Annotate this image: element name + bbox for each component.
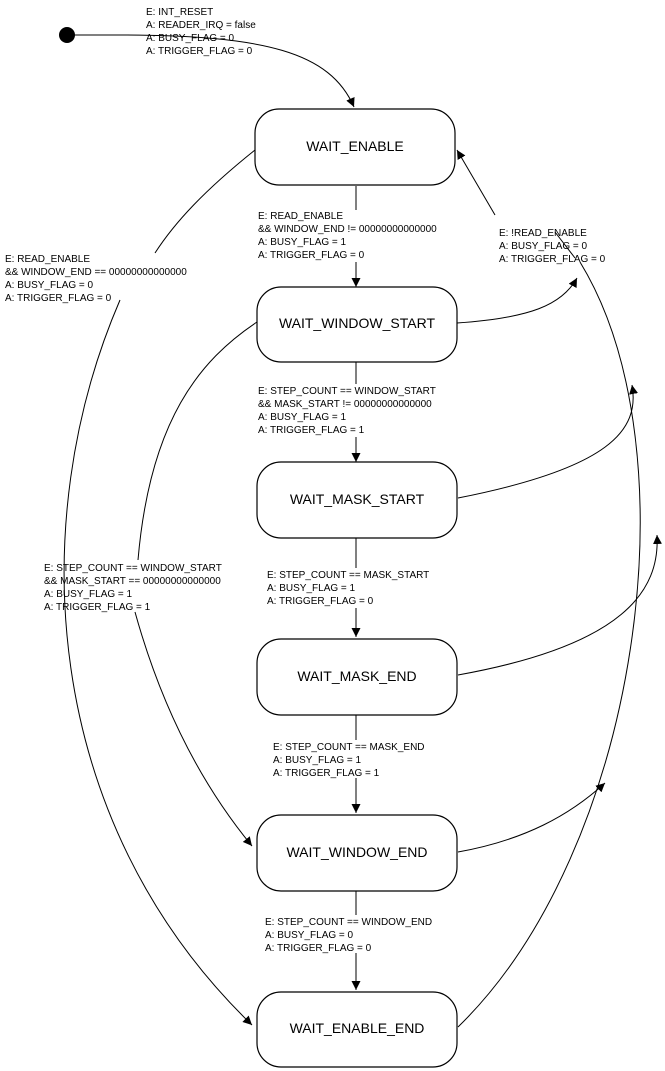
state-label: WAIT_MASK_END bbox=[297, 668, 416, 684]
transition-label-line: E: STEP_COUNT == WINDOW_START bbox=[258, 386, 436, 397]
edge-wait-window-start-to-not-enable-junction bbox=[456, 277, 578, 324]
transition-label-enable-to-enable-end: E: READ_ENABLE && WINDOW_END == 00000000… bbox=[5, 254, 187, 304]
state-label: WAIT_ENABLE_END bbox=[290, 1020, 425, 1036]
transition-label-window-start-to-mask-start: E: STEP_COUNT == WINDOW_START && MASK_ST… bbox=[258, 386, 436, 436]
transition-label-mask-end-to-window-end: E: STEP_COUNT == MASK_END A: BUSY_FLAG =… bbox=[273, 742, 425, 779]
transition-label-line: A: TRIGGER_FLAG = 0 bbox=[258, 250, 365, 261]
transition-label-line: A: TRIGGER_FLAG = 1 bbox=[258, 425, 365, 436]
transition-label-line: E: INT_RESET bbox=[146, 7, 213, 18]
transition-label-line: A: TRIGGER_FLAG = 0 bbox=[499, 254, 606, 265]
edge-not-enable-to-wait-enable bbox=[457, 150, 576, 259]
transition-label-line: A: BUSY_FLAG = 1 bbox=[258, 237, 347, 248]
transition-label-line: E: READ_ENABLE bbox=[5, 254, 90, 265]
transition-label-return-to-enable: E: !READ_ENABLE A: BUSY_FLAG = 0 A: TRIG… bbox=[499, 228, 606, 265]
state-label: WAIT_WINDOW_END bbox=[286, 844, 427, 860]
state-wait-window-start: WAIT_WINDOW_START bbox=[256, 286, 458, 363]
transition-label-line: A: BUSY_FLAG = 1 bbox=[273, 755, 362, 766]
transition-label-line: A: BUSY_FLAG = 1 bbox=[258, 412, 347, 423]
transition-label-line: A: BUSY_FLAG = 1 bbox=[267, 583, 356, 594]
edges bbox=[63, 34, 662, 1028]
state-label: WAIT_ENABLE bbox=[306, 138, 404, 154]
transition-label-line: && MASK_START == 00000000000000 bbox=[44, 576, 221, 587]
state-wait-enable-end: WAIT_ENABLE_END bbox=[256, 991, 458, 1068]
transition-label-line: A: TRIGGER_FLAG = 1 bbox=[44, 602, 151, 613]
transition-label-line: E: READ_ENABLE bbox=[258, 211, 343, 222]
edge-wait-enable-to-wait-enable-end bbox=[63, 149, 255, 1025]
transition-label-line: E: STEP_COUNT == WINDOW_END bbox=[265, 917, 432, 928]
transition-label-line: && WINDOW_END == 00000000000000 bbox=[5, 267, 187, 278]
edge-wait-window-start-to-wait-window-end bbox=[134, 321, 257, 846]
transition-label-line: A: BUSY_FLAG = 0 bbox=[265, 930, 354, 941]
transition-label-line: A: BUSY_FLAG = 0 bbox=[499, 241, 588, 252]
transition-label-line: E: STEP_COUNT == MASK_END bbox=[273, 742, 425, 753]
edge-wait-enable-end-to-not-enable-junction bbox=[457, 261, 641, 1028]
transition-label-line: A: TRIGGER_FLAG = 0 bbox=[265, 943, 372, 954]
initial-state-dot bbox=[59, 27, 75, 43]
transition-label-line: A: BUSY_FLAG = 0 bbox=[146, 33, 235, 44]
state-wait-mask-end: WAIT_MASK_END bbox=[256, 638, 458, 716]
state-label: WAIT_WINDOW_START bbox=[279, 315, 436, 331]
state-wait-window-end: WAIT_WINDOW_END bbox=[256, 814, 458, 892]
transition-label-line: A: TRIGGER_FLAG = 0 bbox=[146, 46, 253, 57]
state-wait-mask-start: WAIT_MASK_START bbox=[256, 461, 458, 539]
transition-label-reset: E: INT_RESET A: READER_IRQ = false A: BU… bbox=[146, 7, 256, 57]
edge-wait-mask-start-to-not-enable-junction bbox=[457, 384, 638, 499]
transition-label-mask-start-to-mask-end: E: STEP_COUNT == MASK_START A: BUSY_FLAG… bbox=[267, 570, 429, 607]
edge-wait-window-end-to-not-enable-junction bbox=[457, 782, 606, 853]
transition-label-line: A: BUSY_FLAG = 1 bbox=[44, 589, 133, 600]
transition-label-line: && MASK_START != 00000000000000 bbox=[258, 399, 432, 410]
state-wait-enable: WAIT_ENABLE bbox=[254, 108, 456, 186]
state-label: WAIT_MASK_START bbox=[290, 491, 425, 507]
transition-label-line: E: STEP_COUNT == WINDOW_START bbox=[44, 563, 222, 574]
transition-label-line: A: TRIGGER_FLAG = 1 bbox=[273, 768, 380, 779]
transition-label-line: E: STEP_COUNT == MASK_START bbox=[267, 570, 429, 581]
transition-label-line: A: TRIGGER_FLAG = 0 bbox=[5, 293, 112, 304]
edge-initial-to-wait-enable bbox=[75, 34, 355, 108]
transition-label-line: A: TRIGGER_FLAG = 0 bbox=[267, 596, 374, 607]
transition-label-window-start-to-window-end: E: STEP_COUNT == WINDOW_START && MASK_ST… bbox=[44, 563, 222, 613]
transition-label-line: A: BUSY_FLAG = 0 bbox=[5, 280, 94, 291]
transition-label-line: E: !READ_ENABLE bbox=[499, 228, 587, 239]
edge-wait-mask-end-to-not-enable-junction bbox=[457, 534, 662, 676]
transition-label-line: A: READER_IRQ = false bbox=[146, 20, 256, 31]
transition-label-line: && WINDOW_END != 00000000000000 bbox=[258, 224, 437, 235]
transition-label-enable-to-window-start: E: READ_ENABLE && WINDOW_END != 00000000… bbox=[258, 211, 437, 261]
transition-label-window-end-to-enable-end: E: STEP_COUNT == WINDOW_END A: BUSY_FLAG… bbox=[265, 917, 432, 954]
